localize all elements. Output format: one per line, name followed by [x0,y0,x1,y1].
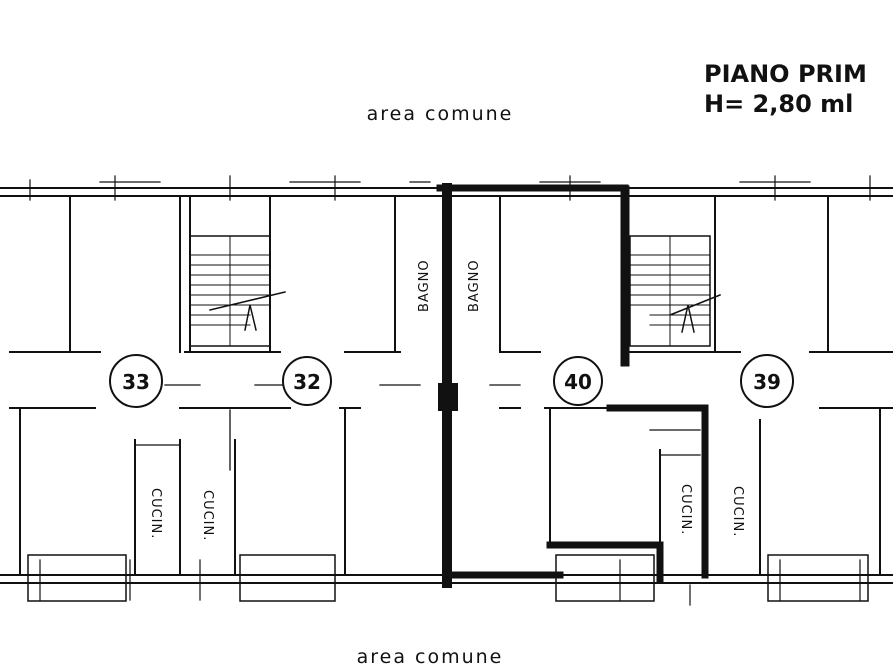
room-cucina-4: CUCIN. [730,486,745,537]
balcony-3 [555,554,655,602]
balcony-2 [239,554,336,602]
room-bagno-right: BAGNO [467,259,482,312]
room-cucina-3: CUCIN. [678,484,693,535]
room-cucina-1: CUCIN. [148,488,163,539]
unit-33-circle [109,354,163,408]
unit-39-circle [740,354,794,408]
unit-32-circle [282,356,332,406]
unit-39-label: 39 [753,370,781,394]
unit-40-circle [553,356,603,406]
room-bagno-left: BAGNO [417,259,432,312]
door-marks [134,384,701,471]
thick-wall-lower-right [546,404,709,584]
height-note: H= 2,80 ml [704,90,853,118]
floor-title: PIANO PRIM [704,60,867,88]
unit-40-label: 40 [564,370,592,394]
stair-arrow-left [209,291,286,331]
balcony-4 [767,554,869,602]
unit-33-label: 33 [122,370,150,394]
stair-treads-left [189,235,271,347]
room-cucina-2: CUCIN. [200,490,215,541]
balcony-1 [27,554,127,602]
area-comune-top: area comune [367,103,514,125]
unit-32-label: 32 [293,370,321,394]
column-center [438,383,458,411]
stair-treads-right [629,235,711,347]
area-comune-bottom: area comune [357,646,504,668]
stair-arrow-right [669,294,721,333]
